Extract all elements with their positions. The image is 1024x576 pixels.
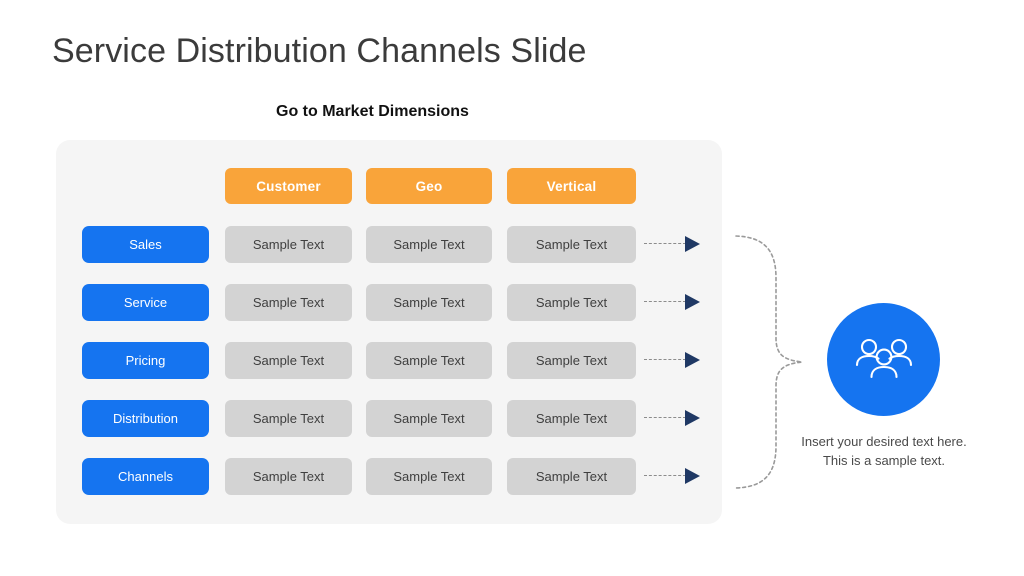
row-label-4[interactable]: Channels bbox=[82, 458, 209, 495]
matrix-cell[interactable]: Sample Text bbox=[225, 284, 352, 321]
column-header-2[interactable]: Vertical bbox=[507, 168, 636, 204]
page-title: Service Distribution Channels Slide bbox=[52, 32, 587, 70]
column-header-0[interactable]: Customer bbox=[225, 168, 352, 204]
matrix-cell[interactable]: Sample Text bbox=[507, 342, 636, 379]
row-label-2[interactable]: Pricing bbox=[82, 342, 209, 379]
arrow-dashed-line bbox=[644, 301, 686, 302]
arrow-head bbox=[685, 468, 700, 484]
arrow-head bbox=[685, 236, 700, 252]
arrow-right-icon bbox=[644, 352, 702, 368]
sidebar-caption: Insert your desired text here. This is a… bbox=[801, 434, 967, 468]
arrow-dashed-line bbox=[644, 475, 686, 476]
matrix-cell[interactable]: Sample Text bbox=[507, 226, 636, 263]
column-header-1[interactable]: Geo bbox=[366, 168, 492, 204]
row-label-0[interactable]: Sales bbox=[82, 226, 209, 263]
matrix-cell[interactable]: Sample Text bbox=[225, 458, 352, 495]
matrix-cell[interactable]: Sample Text bbox=[366, 226, 492, 263]
matrix-cell[interactable]: Sample Text bbox=[225, 400, 352, 437]
arrow-dashed-line bbox=[644, 359, 686, 360]
row-label-1[interactable]: Service bbox=[82, 284, 209, 321]
matrix-subtitle: Go to Market Dimensions bbox=[276, 103, 469, 120]
matrix-cell[interactable]: Sample Text bbox=[225, 342, 352, 379]
matrix-cell[interactable]: Sample Text bbox=[507, 284, 636, 321]
arrow-right-icon bbox=[644, 410, 702, 426]
arrow-head bbox=[685, 352, 700, 368]
matrix-cell[interactable]: Sample Text bbox=[366, 342, 492, 379]
group-people-icon bbox=[827, 303, 940, 416]
matrix-cell[interactable]: Sample Text bbox=[507, 400, 636, 437]
arrow-dashed-line bbox=[644, 417, 686, 418]
arrow-head bbox=[685, 410, 700, 426]
matrix-cell[interactable]: Sample Text bbox=[225, 226, 352, 263]
arrow-right-icon bbox=[644, 468, 702, 484]
matrix-cell[interactable]: Sample Text bbox=[366, 284, 492, 321]
curly-brace-icon bbox=[732, 232, 812, 492]
arrow-head bbox=[685, 294, 700, 310]
arrow-dashed-line bbox=[644, 243, 686, 244]
matrix-cell[interactable]: Sample Text bbox=[366, 400, 492, 437]
matrix-cell[interactable]: Sample Text bbox=[507, 458, 636, 495]
matrix-cell[interactable]: Sample Text bbox=[366, 458, 492, 495]
arrow-right-icon bbox=[644, 236, 702, 252]
arrow-right-icon bbox=[644, 294, 702, 310]
row-label-3[interactable]: Distribution bbox=[82, 400, 209, 437]
